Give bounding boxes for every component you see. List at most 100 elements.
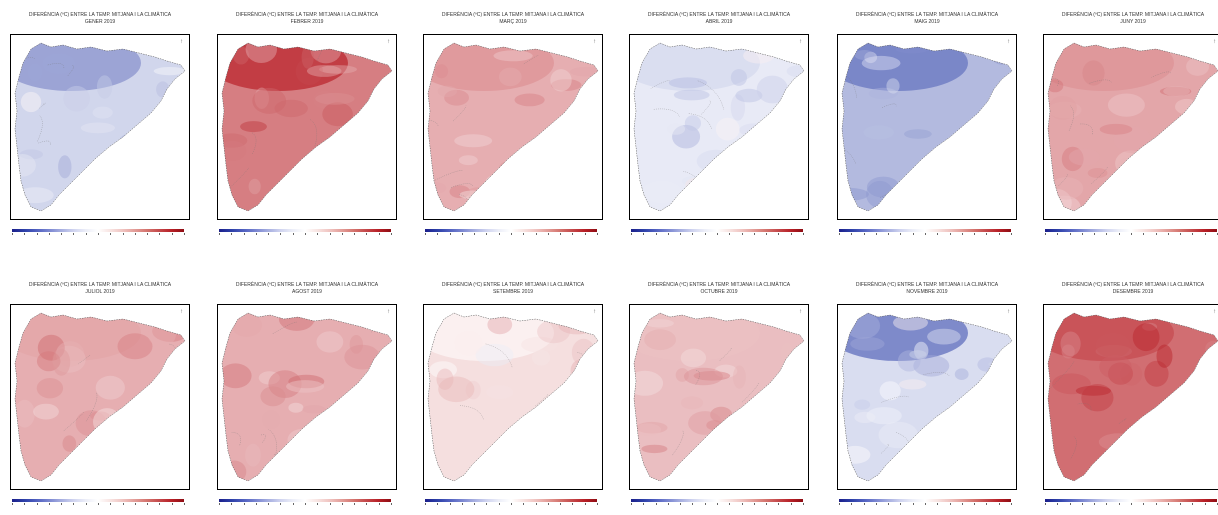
anomaly-contour bbox=[563, 446, 579, 468]
anomaly-contour bbox=[1075, 385, 1111, 396]
comarca-border bbox=[959, 173, 974, 178]
anomaly-contour bbox=[570, 359, 592, 383]
comarca-border bbox=[922, 372, 950, 376]
region-border bbox=[1047, 42, 1218, 212]
anomaly-contour bbox=[315, 92, 355, 105]
north-arrow-icon: ↑ bbox=[593, 39, 596, 45]
comarca-border bbox=[231, 432, 241, 446]
anomaly-contour bbox=[222, 140, 247, 161]
anomaly-contour bbox=[36, 378, 64, 399]
comarca-border bbox=[973, 187, 1002, 200]
anomaly-contour bbox=[338, 388, 375, 413]
comarca-border bbox=[697, 80, 724, 110]
anomaly-contour bbox=[261, 410, 281, 430]
anomaly-contour bbox=[286, 380, 325, 393]
anomaly-contour bbox=[156, 81, 170, 98]
anomaly-contour bbox=[55, 341, 85, 367]
anomaly-contour bbox=[634, 423, 662, 436]
catalonia-map bbox=[221, 312, 393, 482]
north-arrow-icon: ↑ bbox=[799, 39, 802, 45]
anomaly-contour bbox=[222, 133, 248, 148]
anomaly-contour bbox=[58, 155, 72, 179]
anomaly-contour bbox=[783, 451, 801, 469]
map-month-label: AGOST 2019 bbox=[292, 289, 322, 295]
map-panel: DIFERÈNCIA (ºC) ENTRE LA TEMP. MITJANA I… bbox=[1038, 0, 1218, 245]
comarca-border bbox=[1151, 71, 1171, 78]
anomaly-contour bbox=[437, 85, 457, 97]
anomaly-contour bbox=[319, 65, 357, 74]
catalonia-map bbox=[427, 42, 599, 212]
map-frame: ↑meteo.catServei Meteorològic de Catalun… bbox=[629, 34, 809, 220]
comarca-border bbox=[37, 140, 51, 145]
colorbar-ticks bbox=[839, 503, 1012, 507]
colorbar-ticks bbox=[12, 503, 185, 507]
anomaly-contour bbox=[248, 178, 261, 195]
anomaly-contour bbox=[909, 350, 927, 359]
comarca-border bbox=[450, 183, 473, 188]
anomaly-contour bbox=[895, 45, 930, 54]
north-arrow-icon: ↑ bbox=[387, 39, 390, 45]
anomaly-contour bbox=[1113, 126, 1152, 154]
anomaly-contour bbox=[155, 105, 182, 126]
anomaly-contour bbox=[927, 328, 961, 345]
anomaly-contour bbox=[268, 370, 302, 398]
anomaly-contour bbox=[498, 67, 522, 87]
anomaly-contour bbox=[905, 175, 941, 194]
anomaly-contour bbox=[1111, 461, 1142, 481]
anomaly-contour bbox=[358, 104, 392, 131]
anomaly-contour bbox=[1082, 60, 1105, 86]
anomaly-contour bbox=[879, 381, 901, 401]
anomaly-contour bbox=[288, 402, 304, 413]
anomaly-contour bbox=[93, 408, 122, 436]
anomaly-contour bbox=[240, 121, 267, 133]
anomaly-contour bbox=[913, 355, 950, 377]
anomaly-contour bbox=[786, 65, 804, 78]
anomaly-contour bbox=[92, 106, 113, 119]
anomaly-contour bbox=[537, 319, 571, 344]
comarca-border bbox=[326, 431, 351, 451]
map-frame: ↑meteo.catServei Meteorològic de Catalun… bbox=[217, 34, 397, 220]
comarca-border bbox=[881, 444, 889, 454]
comarca-border bbox=[697, 453, 728, 469]
anomaly-contour bbox=[971, 450, 1004, 459]
anomaly-contour bbox=[577, 192, 598, 203]
map-frame: ↑meteo.catServei Meteorològic de Catalun… bbox=[10, 34, 190, 220]
comarca-border bbox=[909, 450, 935, 457]
anomaly-contour bbox=[634, 370, 664, 396]
anomaly-contour bbox=[436, 368, 454, 390]
anomaly-contour bbox=[260, 386, 286, 407]
anomaly-contour bbox=[551, 79, 582, 91]
comarca-border bbox=[310, 119, 317, 147]
anomaly-contour bbox=[672, 124, 701, 149]
anomaly-contour bbox=[536, 446, 561, 466]
anomaly-contour bbox=[642, 180, 682, 204]
map-panel: DIFERÈNCIA (ºC) ENTRE LA TEMP. MITJANA I… bbox=[418, 270, 608, 515]
north-arrow-icon: ↑ bbox=[1213, 39, 1216, 45]
comarca-border bbox=[1048, 361, 1075, 391]
anomaly-contour bbox=[1052, 373, 1091, 395]
anomaly-contour bbox=[893, 314, 928, 331]
anomaly-contour bbox=[121, 456, 135, 478]
anomaly-contour bbox=[1048, 96, 1077, 120]
comarca-border bbox=[223, 167, 249, 194]
anomaly-contour bbox=[254, 87, 269, 109]
anomaly-contour bbox=[732, 365, 746, 389]
north-arrow-icon: ↑ bbox=[1213, 309, 1216, 315]
catalonia-map bbox=[1047, 42, 1218, 212]
anomaly-contour bbox=[454, 134, 493, 148]
anomaly-contour bbox=[80, 122, 115, 134]
map-title: DIFERÈNCIA (ºC) ENTRE LA TEMP. MITJANA I… bbox=[235, 12, 379, 18]
anomaly-contour bbox=[850, 337, 885, 351]
comarca-border bbox=[63, 411, 85, 431]
anomaly-contour bbox=[936, 166, 957, 184]
comarca-border bbox=[756, 448, 774, 474]
comarca-border bbox=[971, 424, 979, 438]
anomaly-contour bbox=[158, 45, 185, 55]
comarca-border bbox=[15, 57, 35, 63]
map-panel: DIFERÈNCIA (ºC) ENTRE LA TEMP. MITJANA I… bbox=[624, 0, 814, 245]
anomaly-contour bbox=[1099, 123, 1133, 135]
comarca-border bbox=[1164, 452, 1184, 481]
anomaly-contour bbox=[155, 107, 185, 132]
anomaly-contour bbox=[1087, 168, 1108, 178]
anomaly-contour bbox=[558, 316, 596, 335]
